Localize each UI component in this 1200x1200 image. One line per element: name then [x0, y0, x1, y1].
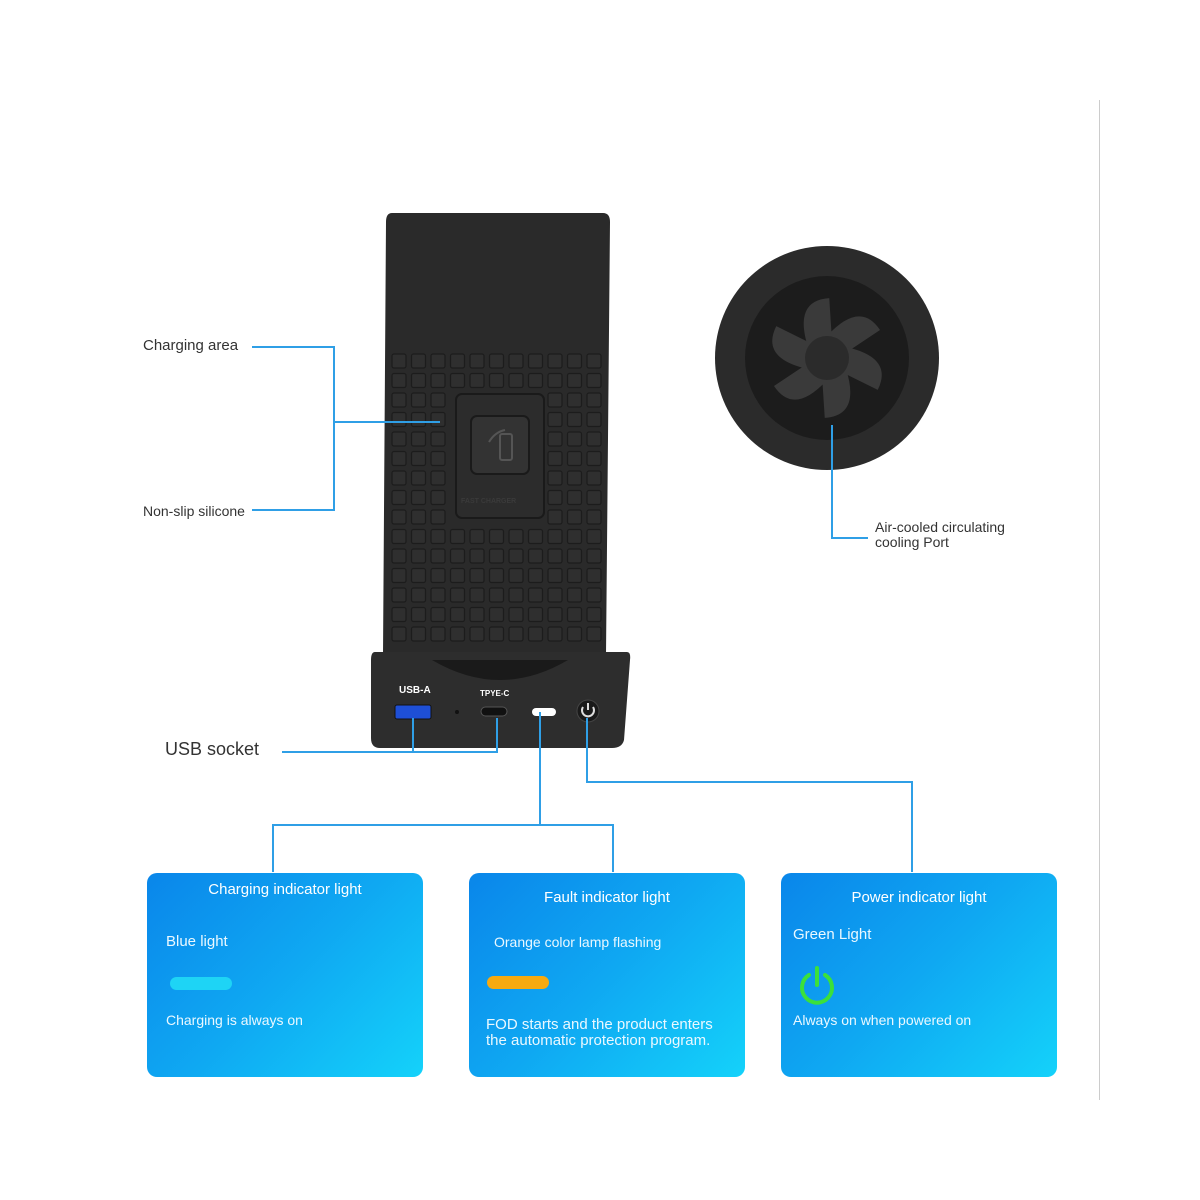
- non-slip-grid: [391, 353, 602, 642]
- usb-a-label: USB-A: [399, 685, 431, 696]
- label-charging-area: Charging area: [143, 337, 239, 354]
- orange-light-indicator: [487, 976, 549, 989]
- divider: [1099, 100, 1100, 1100]
- card-description: FOD starts and the product enters the au…: [486, 1016, 713, 1049]
- connector-lines: [252, 346, 913, 872]
- card-charging-indicator: Charging indicator light Blue light Char…: [147, 873, 423, 1077]
- type-c-label: TPYE-C: [480, 689, 510, 698]
- charger-pad: [383, 213, 610, 655]
- card-description: Always on when powered on: [793, 1012, 972, 1028]
- charger-base: [371, 652, 631, 748]
- card-fault-indicator: Fault indicator light Orange color lamp …: [469, 873, 745, 1077]
- blue-light-indicator: [170, 977, 232, 990]
- card-subtitle: Blue light: [166, 933, 228, 950]
- card-description: Charging is always on: [166, 1012, 303, 1028]
- usb-a-port: [394, 704, 432, 720]
- card-title: Power indicator light: [851, 889, 987, 906]
- card-power-indicator: Power indicator light Green Light Always…: [781, 873, 1057, 1077]
- card-title: Fault indicator light: [544, 889, 670, 906]
- label-non-slip: Non-slip silicone: [143, 503, 245, 519]
- cooling-fan: [715, 246, 939, 470]
- label-usb-socket: USB socket: [165, 739, 260, 759]
- card-subtitle: Green Light: [793, 926, 872, 943]
- card-title: Charging indicator light: [208, 881, 362, 898]
- label-cooling-port: Air-cooled circulating cooling Port: [875, 519, 1005, 550]
- card-subtitle: Orange color lamp flashing: [494, 934, 662, 950]
- type-c-port: [480, 706, 508, 717]
- power-icon: [800, 966, 834, 1005]
- indicator-light: [532, 708, 556, 716]
- pad-text: FAST CHARGER: [461, 498, 517, 505]
